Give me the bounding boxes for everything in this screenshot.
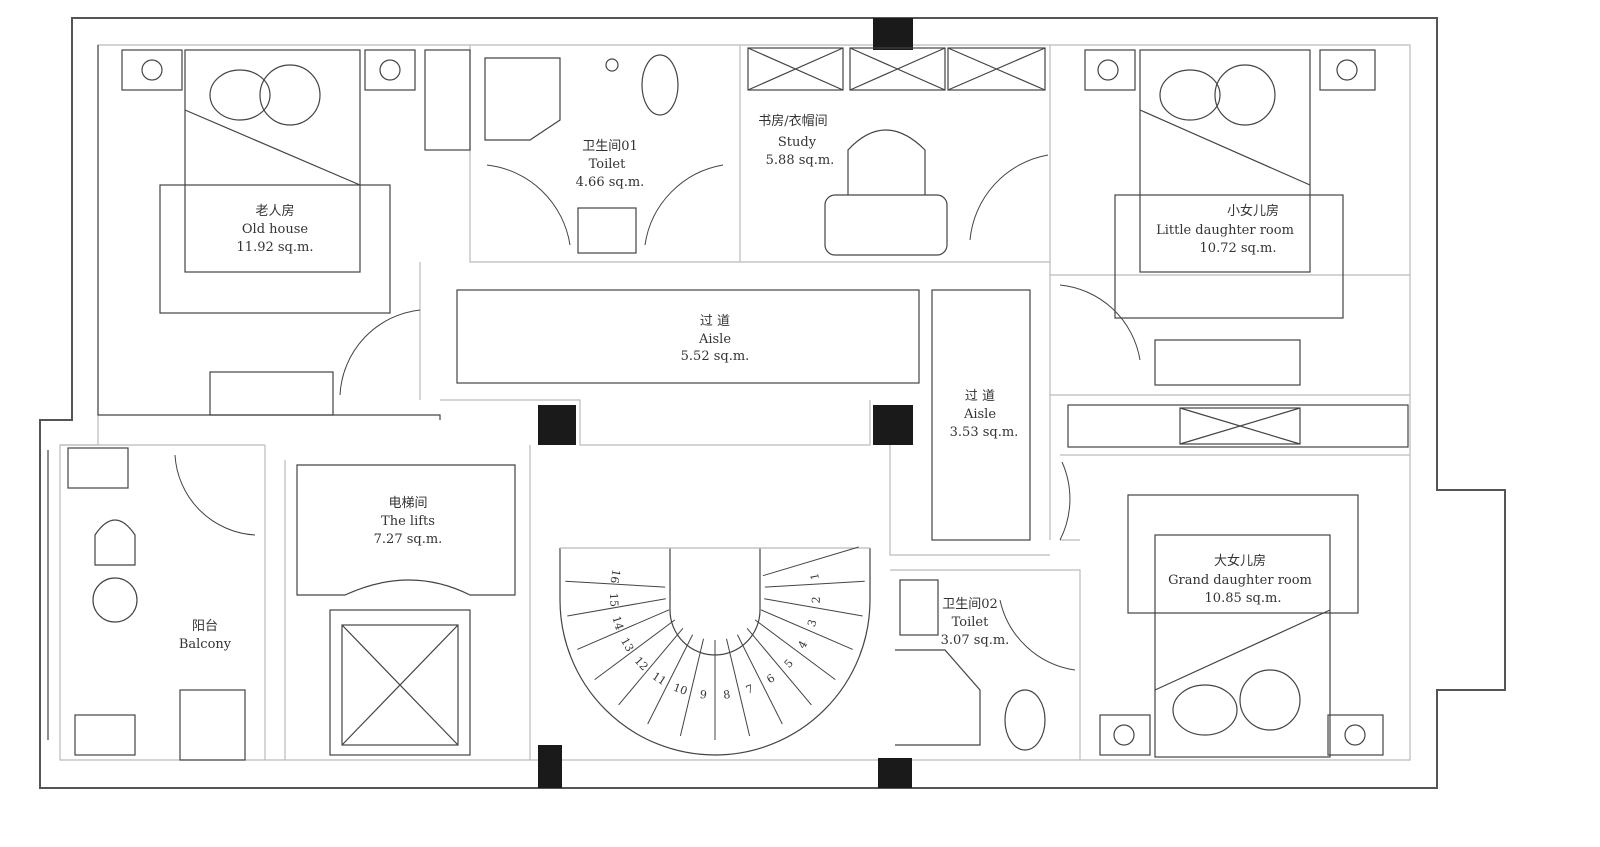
stair-tread bbox=[618, 627, 684, 706]
toilet02-fixtures bbox=[895, 579, 1076, 751]
room-lifts: 电梯间 The lifts 7.27 sq.m. bbox=[374, 496, 443, 547]
outer-walls bbox=[39, 17, 1506, 789]
stair-step-number: 8 bbox=[723, 688, 732, 702]
interior-walls bbox=[60, 45, 1410, 760]
stair-tread bbox=[764, 598, 863, 617]
stair-tread bbox=[736, 634, 783, 725]
room-name-en: Toilet bbox=[952, 615, 989, 630]
lift-shaft bbox=[296, 464, 516, 756]
stair-step-number: 2 bbox=[810, 596, 823, 604]
room-area: 3.53 sq.m. bbox=[950, 425, 1019, 440]
room-name-cn: 小女儿房 bbox=[1227, 203, 1279, 219]
balcony-furniture bbox=[47, 447, 256, 761]
room-name-cn: 卫生间01 bbox=[582, 139, 638, 154]
room-name-en: Grand daughter room bbox=[1168, 573, 1312, 588]
stair-step-number: 1 bbox=[808, 572, 822, 581]
room-area: 5.52 sq.m. bbox=[681, 349, 750, 364]
room-balcony: 阳台 Balcony bbox=[179, 619, 232, 652]
stair-tread bbox=[647, 634, 694, 725]
room-name-cn: 阳台 bbox=[192, 619, 218, 634]
stair-tread bbox=[754, 619, 836, 681]
stair-step-number: 7 bbox=[744, 682, 755, 697]
door-old-house bbox=[339, 309, 421, 396]
room-toilet02: 卫生间02 Toilet 3.07 sq.m. bbox=[941, 597, 1010, 648]
stair-step-number: 16 bbox=[607, 568, 622, 584]
stair-step-number: 14 bbox=[609, 614, 626, 631]
room-name-cn: 卫生间02 bbox=[942, 597, 998, 612]
stair-step-number: 15 bbox=[607, 593, 621, 608]
stair-step-number: 13 bbox=[618, 635, 636, 654]
stair-tread bbox=[577, 609, 670, 650]
stair-step-number: 3 bbox=[805, 618, 819, 628]
stair-step-number: 5 bbox=[782, 657, 796, 671]
stair-tread bbox=[594, 619, 676, 681]
room-name-en: Old house bbox=[242, 222, 309, 237]
room-area: 10.72 sq.m. bbox=[1200, 241, 1277, 256]
room-name-en: Aisle bbox=[963, 407, 996, 422]
room-name-en: Toilet bbox=[589, 157, 626, 172]
room-area: 3.07 sq.m. bbox=[941, 633, 1010, 648]
room-aisle-1: 过 道 Aisle 5.52 sq.m. bbox=[681, 314, 750, 364]
room-little-daughter: 小女儿房 Little daughter room 10.72 sq.m. bbox=[1156, 203, 1294, 256]
room-area: 7.27 sq.m. bbox=[374, 532, 443, 547]
stair-tread bbox=[679, 638, 704, 737]
room-name-cn: 电梯间 bbox=[388, 496, 427, 511]
room-study: 书房/衣帽间 Study 5.88 sq.m. bbox=[758, 113, 834, 168]
stair-tread bbox=[567, 598, 666, 617]
stair-step-number: 9 bbox=[699, 688, 708, 702]
bed-grand-daughter bbox=[1059, 461, 1384, 758]
aisle-1-outline bbox=[456, 289, 920, 384]
stair-step-number: 6 bbox=[764, 671, 777, 686]
stair-tread bbox=[760, 609, 853, 650]
room-name-en: The lifts bbox=[381, 514, 435, 529]
bed-little-daughter bbox=[1059, 49, 1376, 386]
stair-step-number: 4 bbox=[795, 638, 810, 651]
room-area: 10.85 sq.m. bbox=[1205, 591, 1282, 606]
stair-tread bbox=[762, 546, 859, 577]
room-name-cn: 老人房 bbox=[255, 203, 294, 219]
room-toilet01: 卫生间01 Toilet 4.66 sq.m. bbox=[576, 139, 645, 190]
aisle-2-outline bbox=[931, 289, 1031, 541]
room-name-cn: 大女儿房 bbox=[1214, 553, 1266, 569]
study-furniture bbox=[747, 47, 1049, 256]
room-name-en: Study bbox=[778, 135, 817, 150]
stair-tread bbox=[764, 580, 865, 588]
stair-tread bbox=[746, 627, 812, 706]
toilet01-fixtures bbox=[484, 54, 724, 254]
room-aisle-2: 过 道 Aisle 3.53 sq.m. bbox=[950, 389, 1019, 440]
structural-columns bbox=[538, 18, 913, 788]
room-name-cn: 过 道 bbox=[700, 314, 730, 329]
room-name-en: Aisle bbox=[698, 332, 731, 347]
room-name-cn: 书房/衣帽间 bbox=[758, 113, 827, 129]
room-area: 4.66 sq.m. bbox=[576, 175, 645, 190]
room-area: 11.92 sq.m. bbox=[237, 240, 314, 255]
stair-step-number: 10 bbox=[671, 681, 689, 698]
stair-step-number: 11 bbox=[650, 670, 669, 689]
stair-tread bbox=[726, 638, 751, 737]
room-grand-daughter: 大女儿房 Grand daughter room 10.85 sq.m. bbox=[1168, 553, 1312, 606]
wardrobe-grand-daughter bbox=[1067, 404, 1409, 448]
room-name-en: Balcony bbox=[179, 637, 232, 652]
bed-old-house bbox=[121, 49, 471, 416]
stair-tread bbox=[565, 580, 666, 588]
room-old-house: 老人房 Old house 11.92 sq.m. bbox=[237, 203, 314, 255]
room-area: 5.88 sq.m. bbox=[766, 153, 835, 168]
room-name-en: Little daughter room bbox=[1156, 223, 1294, 238]
room-name-cn: 过 道 bbox=[965, 389, 995, 404]
